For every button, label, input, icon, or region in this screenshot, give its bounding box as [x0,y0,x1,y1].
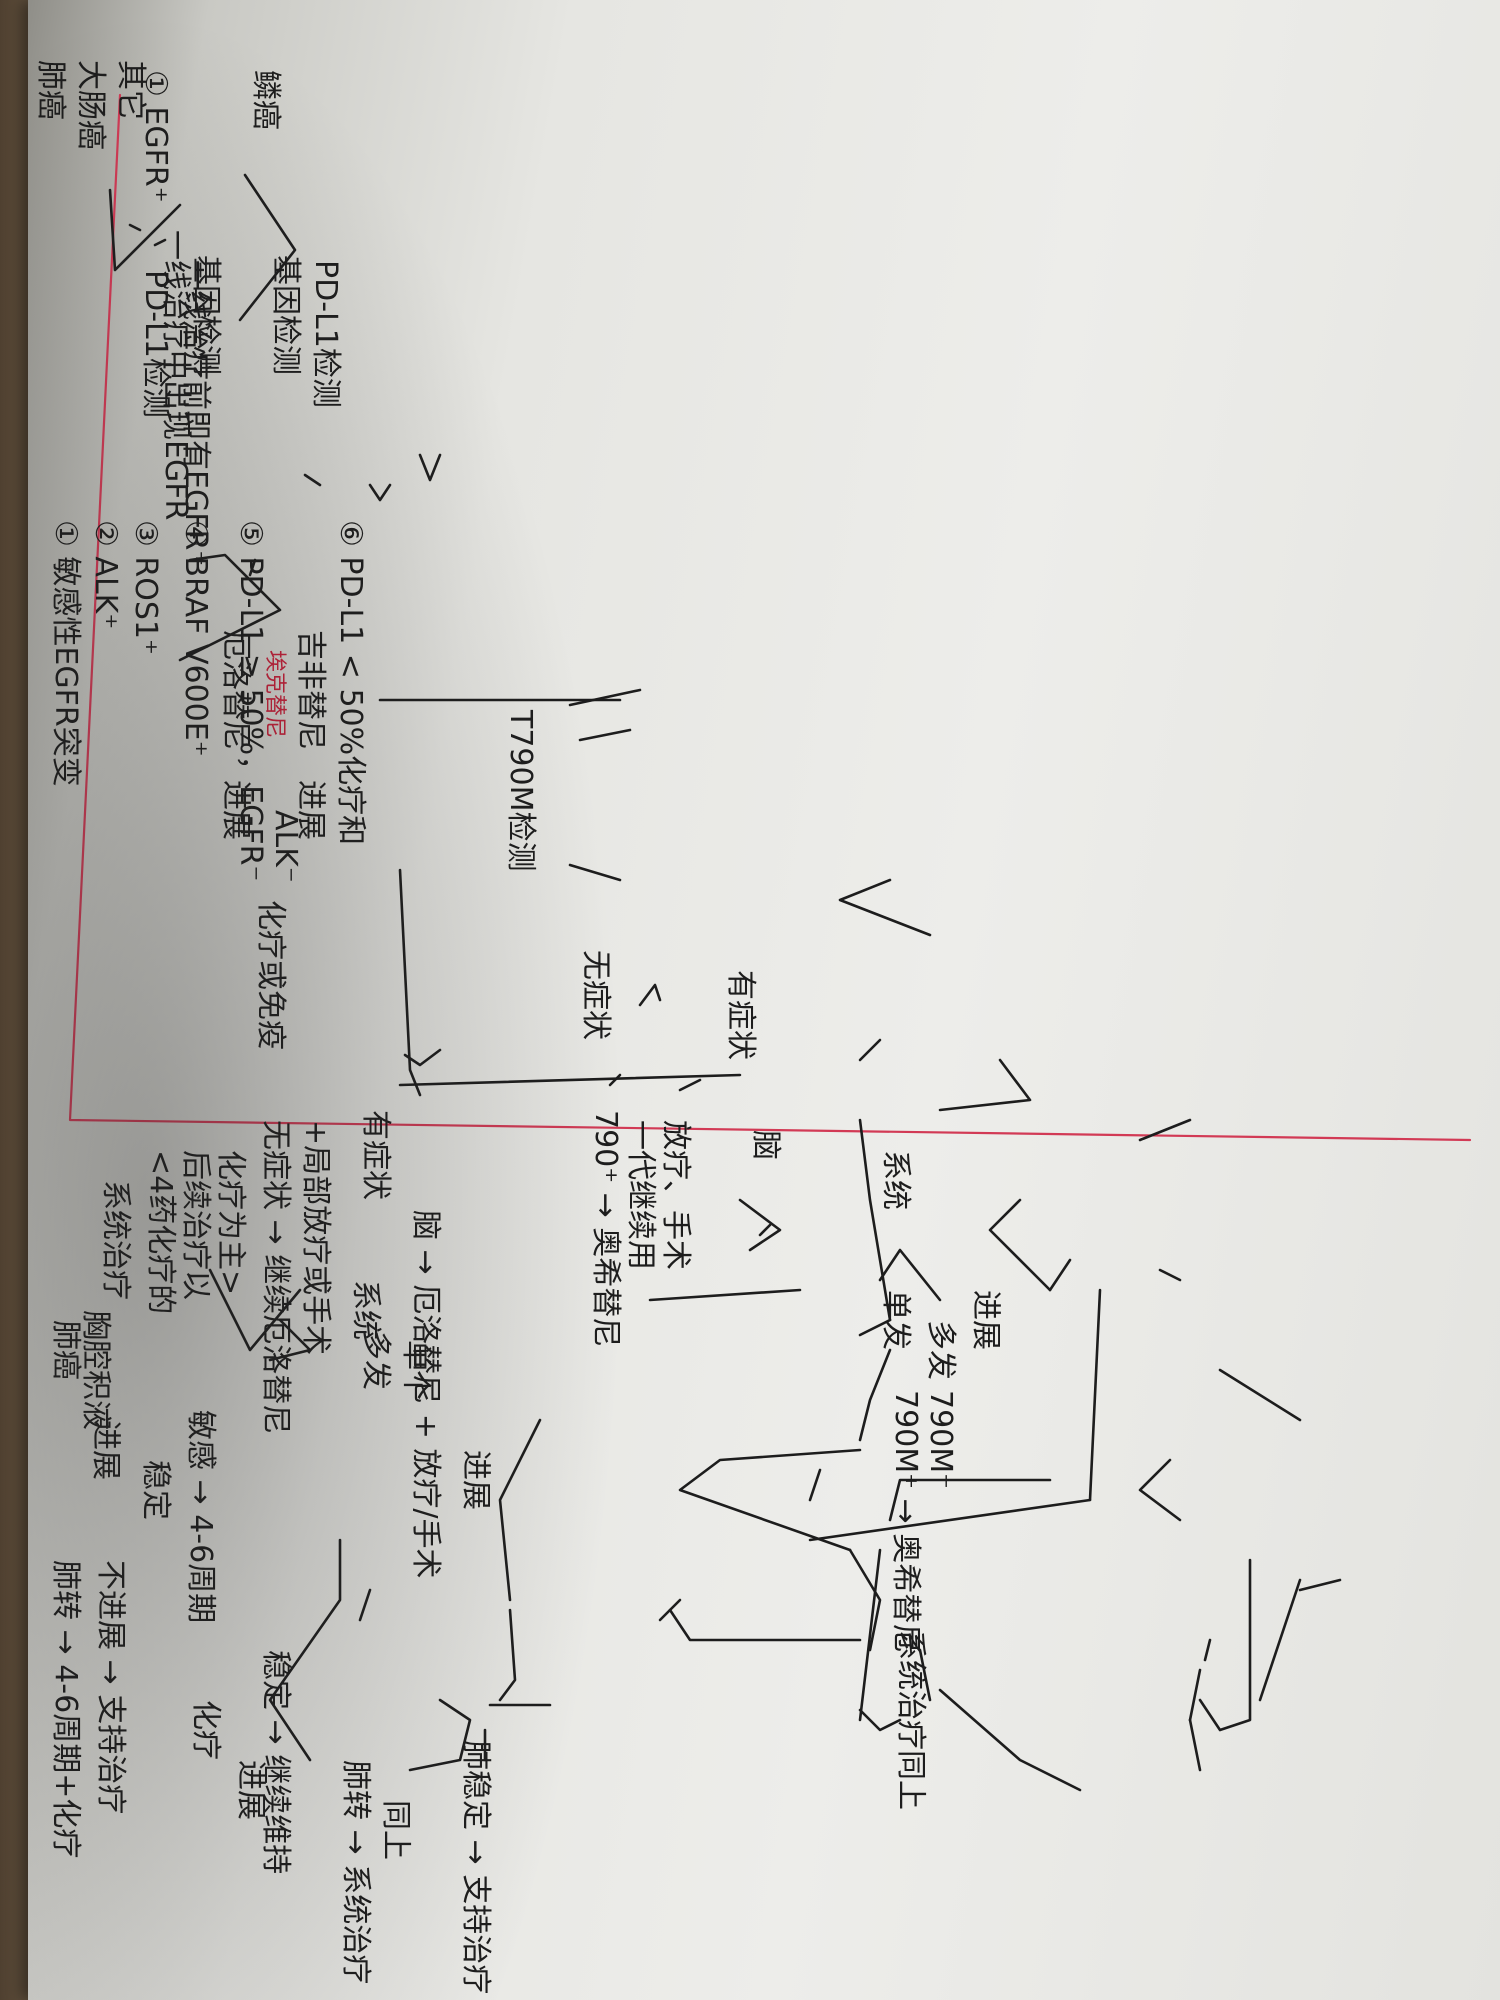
t790m-plus: 790M⁺ → 奥希替尼 [888,1390,923,1654]
single-label: 单个 [398,1340,433,1400]
sensitive-chemo: 敏感 → 4-6周期 [183,1410,218,1624]
asymptomatic-label: 无症状 → 继续厄洛替尼 [258,1120,293,1435]
lung-thorax-2: 胸腔积液 [78,1310,113,1430]
t790m-test: T790M检测 [503,710,538,872]
systemic-progress: 进展 [88,1420,123,1480]
brace-cancers [238,173,297,322]
systemic-note-1: <4药化疗的 [143,1150,178,1315]
drug-2-progress: 进展 [293,780,328,840]
asymptomatic-label-2: +局部放疗或手术 [298,1120,333,1356]
bottom-same: 同上 [378,1800,413,1860]
lung-branch-label: 肺转 → 4-6周期+化疗 [48,1560,83,1859]
egfr-branch [108,188,182,272]
drug-gefitinib: 吉非替尼 [293,630,328,750]
t790m-progress: 进展 [968,1290,1003,1350]
cancer-colorectal: 大肠癌 [73,60,108,150]
result-6: ⑥ PD-L1 < 50%化疗和 [333,520,368,846]
systemic-note-2: 后续治疗以 [178,1150,213,1300]
t790m-minus: 790M⁻ [923,1390,958,1489]
systemic-progress-tag: 进展 [233,1760,268,1820]
result-2: ② ALK⁺ [88,520,123,630]
t790m-brain: 脑 [748,1130,783,1160]
t790m-single: 单发 [878,1290,913,1350]
systemic-note-3: 化疗为主> [213,1150,248,1296]
drug-erlotinib: 厄洛替尼 [218,630,253,750]
first-gen-continue: 一代继续用 [623,1120,658,1270]
lung-thorax-1: 肺癌 [48,1320,83,1380]
t790m-none: 无症状 [578,950,613,1040]
egfr-branch-during: 一线治疗中出现EGFR [158,230,193,521]
t790m-symptom: 有症状 [723,970,758,1060]
drug-1-progress: 进展 [218,780,253,840]
result-5-outcome: 化疗或免疫 [253,900,288,1050]
radio-surgery: 放疗、手术 [658,1120,693,1270]
bottom-lung-stable: 肺稳定 → 支持治疗 [458,1740,493,1995]
t790m-systemic-cont: 系统治疗同上 [893,1630,928,1810]
sensitive-chemo-2: 化疗 [188,1700,223,1760]
squamous-test-gene: 基因检测 [268,255,303,375]
cancer-lung: 肺癌 [33,60,68,120]
egfr-label: ① EGFR⁺ [138,70,173,203]
systemic-stable: 稳定 [138,1460,173,1520]
ink-lines [68,93,1472,1792]
progress-label: 进展 [458,1450,493,1510]
red-divider [68,93,1472,1142]
squamous-test-pdl1: PD-L1检测 [308,260,343,408]
cancer-squamous: 鳞癌 [248,70,283,130]
drug-icotinib: 埃克替尼 [262,650,287,739]
symptomatic-label: 有症状 [358,1110,393,1200]
bottom-lung-re: 肺转 → 系统治疗 [338,1760,373,1985]
handwritten-notes: 肺癌 大肠癌 其它 鳞癌 基因检测 PD-L1检测 基因检测 PD-L1检测 ①… [28,0,1500,2000]
paper-sheet [28,0,1500,2000]
t790m-multi: 多发 [923,1320,958,1380]
result-3: ③ ROS1⁺ [128,520,163,655]
t790m-systemic: 系统 [878,1150,913,1210]
no-progress-label: 不进展 → 支持治疗 [93,1560,128,1815]
drug-bracket [178,553,282,662]
t790-positive: 790⁺ → 奥希替尼 [588,1110,623,1348]
systemic-therapy-label: 系统治疗 [98,1180,133,1300]
result-1: ① 敏感性EGFR突变 [48,520,83,787]
multiple-label: 多发 [358,1330,393,1390]
